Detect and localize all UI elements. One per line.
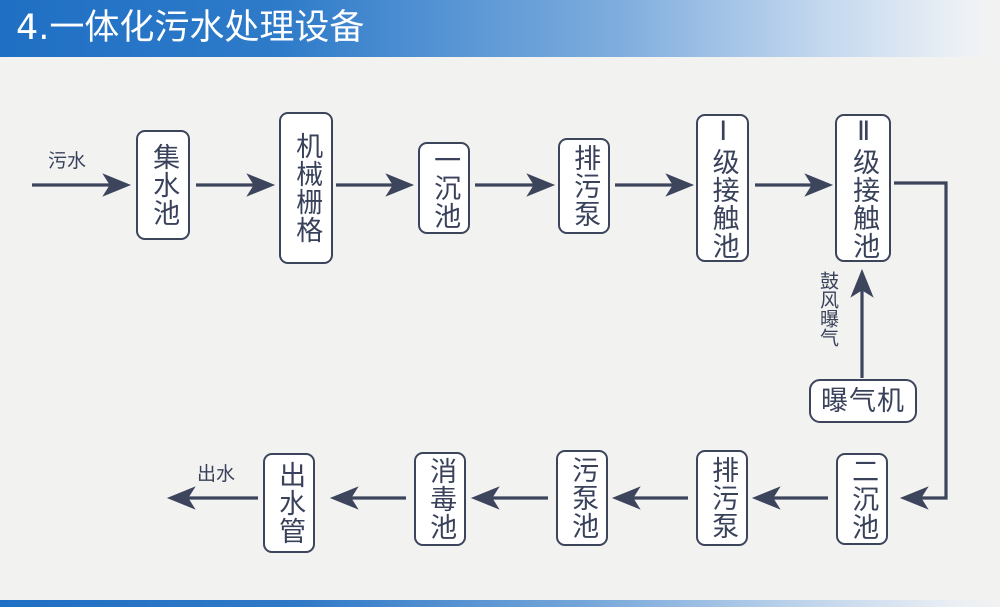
node-xiaoduchi[interactable]: 消毒池 [414,452,466,546]
node-wubengchi[interactable]: 污泵池 [556,450,608,546]
node-erchenchi[interactable]: 二沉池 [836,453,888,545]
node-jiechuchi-2[interactable]: Ⅱ级接触池 [835,114,891,262]
edge-jiechuchi2-to-erchenchi [894,181,948,510]
node-paiwubeng-top[interactable]: 排污泵 [558,138,610,234]
node-jiechuchi-1[interactable]: Ⅰ级接触池 [696,114,749,262]
node-yichenchi[interactable]: 一沉池 [418,142,470,234]
node-jishuichi[interactable]: 集水池 [136,130,190,240]
node-label: 污泵池 [567,456,599,540]
page-title: 4.一体化污水处理设备 [16,8,365,48]
node-jixieshange[interactable]: 机械栅格 [279,112,333,264]
slide-header-bar: 4.一体化污水处理设备 [0,0,1000,57]
label-inlet-wastewater: 污水 [48,150,87,172]
node-label: 排污泵 [707,456,739,540]
node-label: 排污泵 [569,144,601,228]
node-label: 出水管 [274,461,306,545]
node-label: Ⅰ级接触池 [707,116,739,260]
node-label: 消毒池 [425,457,457,541]
node-chushuiguan[interactable]: 出水管 [263,453,315,553]
node-label: 集水池 [148,143,180,227]
node-baoqiji[interactable]: 曝气机 [809,379,917,423]
node-label: 二沉池 [847,457,879,541]
node-label: 曝气机 [821,385,905,417]
node-label: Ⅱ级接触池 [848,116,880,260]
label-outlet-effluent: 出水 [197,463,236,485]
slide-footer-bar [0,600,1000,607]
label-blower-aeration: 鼓风曝气 [817,271,839,347]
node-label: 一沉池 [429,146,461,230]
node-paiwubeng-bottom[interactable]: 排污泵 [696,450,748,546]
node-label: 机械栅格 [291,132,323,244]
